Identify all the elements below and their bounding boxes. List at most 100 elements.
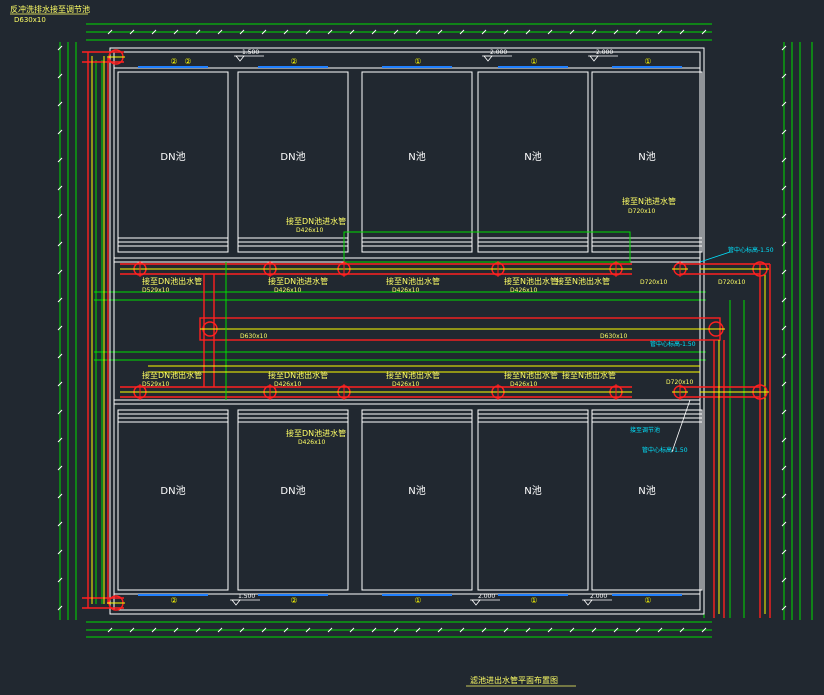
- spec-right-lower: D720x10: [666, 379, 693, 386]
- label-lower-left: 接至DN池出水管: [142, 370, 202, 380]
- valve-symbol: [672, 384, 688, 400]
- elevation-value: 2.000: [478, 593, 495, 600]
- lower-tank-2: DN池 ②: [237, 409, 349, 605]
- lower-tank-4: N池 ①: [477, 409, 589, 605]
- lower-tank-row: DN池 ② DN池 ② N池 ① N池 ① N池 ①: [117, 409, 703, 605]
- spec-center-loop-right: D630x10: [600, 333, 627, 340]
- valve-symbol: [672, 261, 688, 277]
- elevation-value: 2.000: [596, 49, 613, 56]
- upper-tank-mark: ①: [414, 57, 421, 66]
- structure-walls: [109, 47, 705, 615]
- elevation-mark: 2.000: [470, 593, 500, 606]
- spec-lower-right: D426x10: [510, 381, 537, 388]
- dimension-ticks: [57, 29, 787, 633]
- pipe-network: [82, 51, 771, 618]
- spec-upper-top: D426x10: [296, 227, 323, 234]
- corner-note: 反冲洗排水接至调节池: [10, 4, 90, 14]
- spec-right-upper: D720x10: [640, 279, 667, 286]
- spec-lower-mid: D426x10: [392, 381, 419, 388]
- valve-symbol: [608, 261, 624, 277]
- label-upper-left2: 接至DN池进水管: [268, 276, 328, 286]
- label-upper-right: 接至N池出水管: [504, 276, 558, 286]
- label-upper-left: 接至DN池出水管: [142, 276, 202, 286]
- valve-symbol: [132, 384, 148, 400]
- dimension-lines: [59, 23, 813, 638]
- valve-symbol: [336, 261, 352, 277]
- cyan-note-bottom-b: 管中心标高-1.50: [642, 446, 688, 454]
- lower-tank-label: DN池: [160, 484, 185, 497]
- cyan-note-mid: 管中心标高-1.50: [650, 340, 696, 348]
- valve-symbol: [201, 321, 219, 337]
- label-lower-right2: 接至N池出水管: [562, 370, 616, 380]
- cyan-annotations: 管中心标高-1.50 管中心标高-1.50 接至调节池 管中心标高-1.50: [630, 246, 774, 454]
- lower-tank-1: DN池 ②: [117, 409, 229, 605]
- spec-lower-left2: D426x10: [274, 381, 301, 388]
- spec-upper-right-top: D720x10: [628, 208, 655, 215]
- label-upper-right2: 接至N池出水管: [556, 276, 610, 286]
- label-lower-mid: 接至N池出水管: [386, 370, 440, 380]
- spec-lower-top: D426x10: [298, 439, 325, 446]
- level-marks: 1.500 2.000 2.000 1.500 2.000 2.000: [230, 49, 618, 606]
- cyan-note-bottom-a: 接至调节池: [630, 426, 660, 434]
- lower-tank-mark: ①: [644, 596, 651, 605]
- spec-upper-right: D426x10: [510, 287, 537, 294]
- spec-right-upper2: D720x10: [718, 279, 745, 286]
- spec-lower-left: D529x10: [142, 381, 169, 388]
- upper-tank-label: DN池: [280, 150, 305, 163]
- valve-symbol: [336, 384, 352, 400]
- elevation-mark: 2.000: [482, 49, 512, 62]
- valve-symbol: [707, 321, 725, 337]
- lower-tank-mark: ①: [414, 596, 421, 605]
- label-lower-left2: 接至DN池出水管: [268, 370, 328, 380]
- pipe-annotations: 反冲洗排水接至调节池 D630x10 接至DN池进水管 D426x10 接至N池…: [10, 4, 745, 687]
- elevation-value: 1.500: [238, 593, 255, 600]
- label-upper-mid: 接至N池出水管: [386, 276, 440, 286]
- spec-upper-mid: D426x10: [392, 287, 419, 294]
- lower-tank-mark: ②: [170, 596, 177, 605]
- lower-tank-mark: ①: [530, 596, 537, 605]
- valve-symbols: [107, 49, 769, 611]
- lower-tank-label: N池: [408, 484, 425, 497]
- label-upper-top: 接至DN池进水管: [286, 216, 346, 226]
- lower-tank-3: N池 ①: [361, 409, 473, 605]
- upper-tank-label: N池: [638, 150, 655, 163]
- lower-tank-5: N池 ①: [591, 409, 703, 605]
- valve-symbol: [262, 384, 278, 400]
- label-lower-right: 接至N池出水管: [504, 370, 558, 380]
- upper-tank-mark: ①: [530, 57, 537, 66]
- valve-symbol: [608, 384, 624, 400]
- elevation-mark: 2.000: [582, 593, 612, 606]
- spec-upper-left: D529x10: [142, 287, 169, 294]
- lower-tank-label: N池: [638, 484, 655, 497]
- drawing-title: 滤池进出水管平面布置图: [470, 675, 558, 685]
- upper-tank-mark: ②: [170, 57, 177, 66]
- valve-symbol: [132, 261, 148, 277]
- lower-tank-mark: ②: [290, 596, 297, 605]
- valve-symbol: [490, 261, 506, 277]
- lower-tank-label: N池: [524, 484, 541, 497]
- elevation-mark: 1.500: [234, 49, 264, 62]
- elevation-value: 2.000: [590, 593, 607, 600]
- label-lower-top: 接至DN池进水管: [286, 428, 346, 438]
- upper-tank-label: N池: [408, 150, 425, 163]
- valve-symbol: [262, 261, 278, 277]
- valve-symbol: [490, 384, 506, 400]
- elevation-mark: 2.000: [588, 49, 618, 62]
- elevation-value: 1.500: [242, 49, 259, 56]
- lower-tank-label: DN池: [280, 484, 305, 497]
- upper-tank-4: N池①: [477, 57, 589, 253]
- valve-symbol: [751, 261, 769, 277]
- spec-center-loop: D630x10: [240, 333, 267, 340]
- upper-tank-mark: ②: [184, 57, 191, 66]
- corner-note-spec: D630x10: [14, 16, 46, 24]
- valve-symbol: [107, 49, 125, 65]
- upper-tank-label: DN池: [160, 150, 185, 163]
- label-upper-right-top: 接至N池进水管: [622, 196, 676, 206]
- upper-tank-5: N池①: [591, 57, 703, 253]
- elevation-value: 2.000: [490, 49, 507, 56]
